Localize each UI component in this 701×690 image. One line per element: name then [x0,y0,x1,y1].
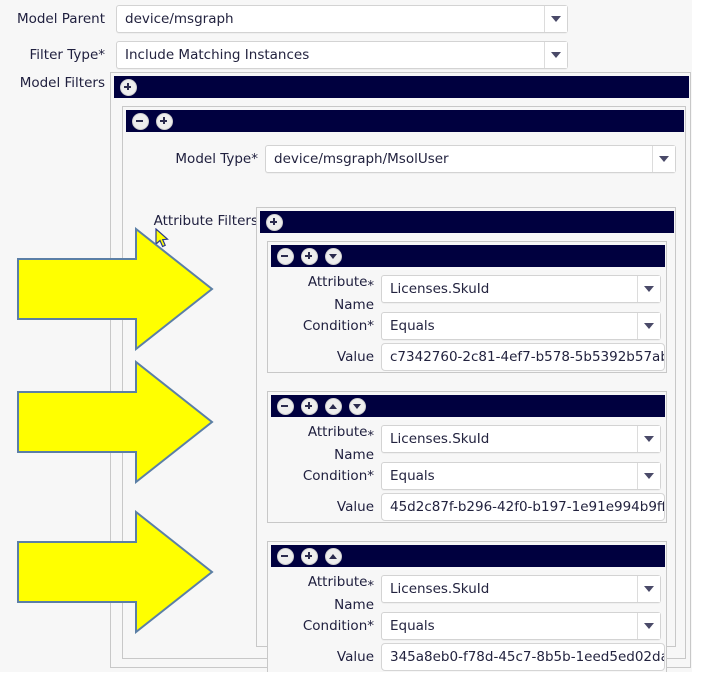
condition-label: Condition* [302,318,374,334]
form-row-model-parent: Model Parent device/msgraph [0,4,692,34]
attribute-name-value: Licenses.SkuId [390,281,490,297]
chevron-down-icon[interactable] [652,146,675,172]
value-label: Value [336,349,374,365]
value-input[interactable]: 45d2c87f-b296-42f0-b197-1e91e994b9ff [381,493,665,521]
required-mark: * [367,279,375,294]
filter-type-select[interactable]: Include Matching Instances [116,41,568,69]
attribute-name-select[interactable]: Licenses.SkuId [381,275,661,303]
plus-icon[interactable] [301,547,318,565]
attribute-name-label-line2: Name [334,597,374,613]
condition-select[interactable]: Equals [381,612,661,640]
attribute-name-label-line1: Attribute [307,424,368,440]
value-label: Value [336,499,374,515]
attribute-name-label-line2: Name [334,447,374,463]
model-filter-group-panel: Model Type* device/msgraph/MsolUser Attr… [122,106,686,673]
form-row-filter-type: Filter Type* Include Matching Instances [0,40,692,70]
attribute-name-select[interactable]: Licenses.SkuId [381,425,661,453]
attribute-name-label-line1: Attribute [307,574,368,590]
chevron-down-icon[interactable] [325,247,342,265]
attribute-filter-toolbar [271,395,665,417]
model-parent-label: Model Parent [16,11,105,27]
attribute-filters-toolbar [260,211,674,233]
plus-icon[interactable] [301,247,318,265]
model-type-value: device/msgraph/MsolUser [274,151,449,167]
minus-icon[interactable] [132,112,149,130]
condition-value: Equals [390,618,435,634]
model-parent-select[interactable]: device/msgraph [116,5,568,33]
attribute-filter-toolbar [271,545,665,567]
attribute-filter-card: Attribute* Name Licenses.SkuId Condition… [267,541,667,673]
condition-value: Equals [390,318,435,334]
required-mark: * [367,429,375,444]
attribute-filter-card: Attribute* Name Licenses.SkuId Condition… [267,241,667,373]
condition-label: Condition* [302,468,374,484]
model-type-select[interactable]: device/msgraph/MsolUser [265,145,676,173]
attribute-name-value: Licenses.SkuId [390,431,490,447]
chevron-up-icon[interactable] [325,547,342,565]
attribute-name-label: Attribute* Name [274,423,374,464]
attribute-filter-toolbar [271,245,665,267]
minus-icon[interactable] [277,247,294,265]
model-type-label: Model Type* [175,151,258,167]
attribute-filters-panel: Attribute* Name Licenses.SkuId Condition… [256,207,676,673]
chevron-down-icon[interactable] [349,397,366,415]
attribute-name-label: Attribute* Name [274,573,374,614]
chevron-down-icon[interactable] [637,426,660,452]
attribute-name-label-line1: Attribute [307,274,368,290]
attribute-filters-label: Attribute Filters [153,213,258,229]
chevron-down-icon[interactable] [544,42,567,68]
plus-icon[interactable] [120,78,137,96]
minus-icon[interactable] [277,547,294,565]
value-label: Value [336,649,374,665]
chevron-down-icon[interactable] [637,576,660,602]
condition-select[interactable]: Equals [381,462,661,490]
value-input[interactable]: c7342760-2c81-4ef7-b578-5b5392b57abf [381,343,665,371]
model-filter-group-toolbar [126,110,684,132]
chevron-down-icon[interactable] [637,463,660,489]
plus-icon[interactable] [301,397,318,415]
filter-type-label: Filter Type* [29,47,105,63]
model-filters-toolbar [114,76,689,98]
model-filters-label: Model Filters [19,75,105,91]
bottom-gutter [0,672,701,690]
model-filters-panel: Model Type* device/msgraph/MsolUser Attr… [110,72,691,673]
condition-select[interactable]: Equals [381,312,661,340]
attribute-name-label: Attribute* Name [274,273,374,314]
chevron-down-icon[interactable] [637,276,660,302]
condition-value: Equals [390,468,435,484]
minus-icon[interactable] [277,397,294,415]
attribute-filter-card: Attribute* Name Licenses.SkuId Condition… [267,391,667,523]
chevron-down-icon[interactable] [637,613,660,639]
condition-label: Condition* [302,618,374,634]
chevron-down-icon[interactable] [637,313,660,339]
required-mark: * [367,579,375,594]
plus-icon[interactable] [156,112,173,130]
model-parent-value: device/msgraph [125,11,234,27]
filter-type-value: Include Matching Instances [125,47,310,63]
value-input[interactable]: 345a8eb0-f78d-45c7-8b5b-1eed5ed02dab [381,643,665,671]
chevron-up-icon[interactable] [325,397,342,415]
right-gutter [692,0,701,690]
chevron-down-icon[interactable] [544,6,567,32]
attribute-name-value: Licenses.SkuId [390,581,490,597]
plus-icon[interactable] [266,213,283,231]
attribute-name-label-line2: Name [334,297,374,313]
attribute-name-select[interactable]: Licenses.SkuId [381,575,661,603]
